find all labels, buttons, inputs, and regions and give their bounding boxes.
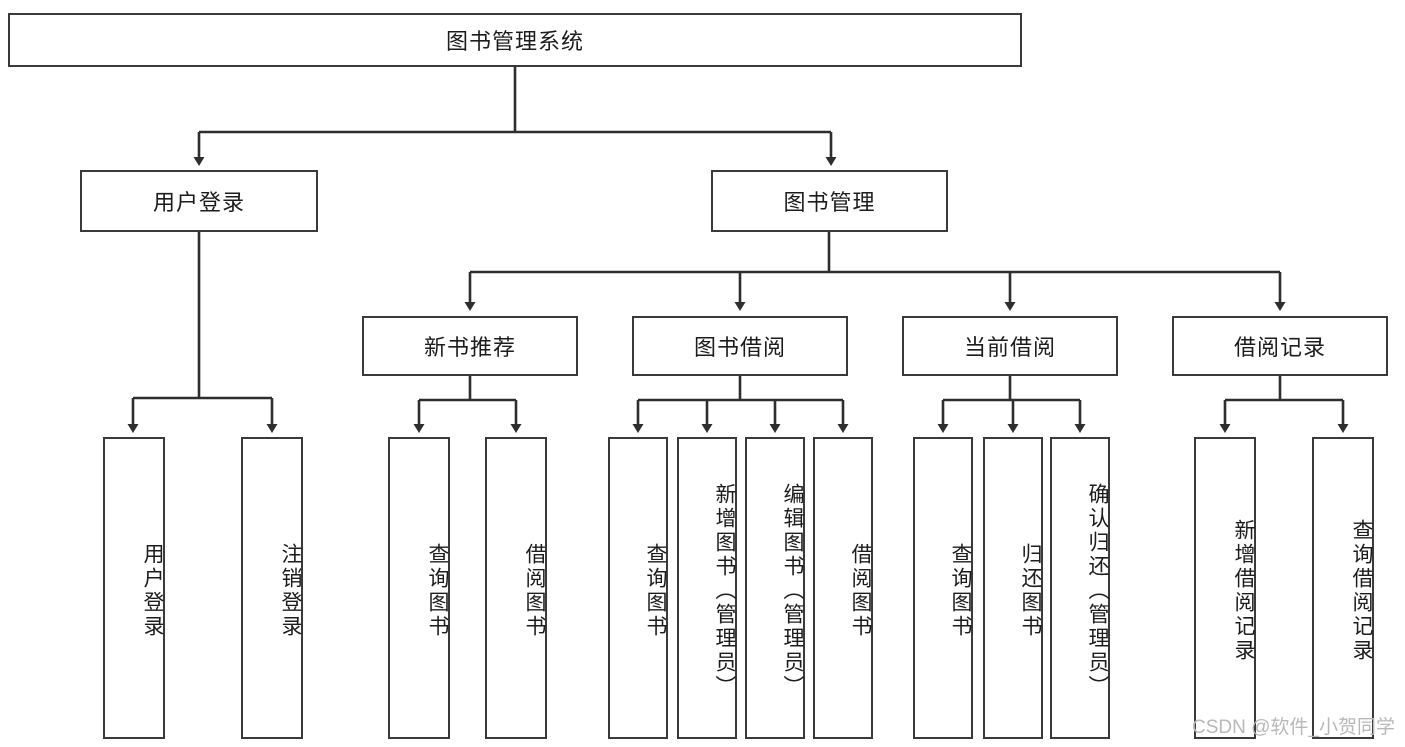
node-current-borrow-label: 当前借阅 [963, 335, 1056, 360]
leaf-logout-label: 注销登录 [279, 543, 302, 639]
leaf-query-book-current[interactable]: 查询图书 [913, 437, 973, 739]
leaf-edit-book-admin[interactable]: 编辑图书（管理员） [745, 437, 805, 739]
node-root-label: 图书管理系统 [445, 29, 584, 54]
leaf-add-book-admin-label: 新增图书（管理员） [713, 483, 736, 699]
leaf-add-book-admin[interactable]: 新增图书（管理员） [677, 437, 737, 739]
leaf-return-book[interactable]: 归还图书 [983, 437, 1043, 739]
leaf-borrow-book-rec[interactable]: 借阅图书 [485, 437, 547, 739]
leaf-edit-book-admin-label: 编辑图书（管理员） [781, 483, 804, 699]
node-borrow-record[interactable]: 借阅记录 [1172, 316, 1388, 376]
node-book-manage[interactable]: 图书管理 [711, 170, 948, 232]
node-new-book-rec-label: 新书推荐 [423, 335, 516, 360]
leaf-user-login-label: 用户登录 [141, 543, 164, 639]
leaf-borrow-book-rec-label: 借阅图书 [523, 543, 546, 639]
node-current-borrow[interactable]: 当前借阅 [902, 316, 1118, 376]
leaf-query-book-rec-label: 查询图书 [426, 543, 449, 639]
leaf-query-borrow-record[interactable]: 查询借阅记录 [1312, 437, 1374, 739]
node-user-login-label: 用户登录 [152, 190, 245, 215]
leaf-borrow-book-label: 借阅图书 [849, 543, 872, 639]
leaf-confirm-return-admin[interactable]: 确认归还（管理员） [1050, 437, 1110, 739]
node-borrow-record-label: 借阅记录 [1233, 335, 1326, 360]
node-user-login[interactable]: 用户登录 [80, 170, 318, 232]
node-root[interactable]: 图书管理系统 [8, 13, 1022, 67]
leaf-query-book-current-label: 查询图书 [949, 543, 972, 639]
leaf-query-borrow-record-label: 查询借阅记录 [1350, 519, 1373, 663]
leaf-add-borrow-record-label: 新增借阅记录 [1232, 519, 1255, 663]
node-new-book-rec[interactable]: 新书推荐 [362, 316, 578, 376]
leaf-user-login[interactable]: 用户登录 [103, 437, 165, 739]
node-book-borrow-label: 图书借阅 [693, 335, 786, 360]
leaf-confirm-return-admin-label: 确认归还（管理员） [1086, 483, 1109, 699]
leaf-query-book-borrow[interactable]: 查询图书 [608, 437, 668, 739]
leaf-query-book-rec[interactable]: 查询图书 [388, 437, 450, 739]
watermark: CSDN @软件_小贺同学 [1192, 717, 1395, 738]
leaf-logout[interactable]: 注销登录 [241, 437, 303, 739]
leaf-return-book-label: 归还图书 [1019, 543, 1042, 639]
leaf-borrow-book[interactable]: 借阅图书 [813, 437, 873, 739]
leaf-add-borrow-record[interactable]: 新增借阅记录 [1194, 437, 1256, 739]
node-book-manage-label: 图书管理 [783, 190, 876, 215]
leaf-query-book-borrow-label: 查询图书 [644, 543, 667, 639]
node-book-borrow[interactable]: 图书借阅 [632, 316, 848, 376]
